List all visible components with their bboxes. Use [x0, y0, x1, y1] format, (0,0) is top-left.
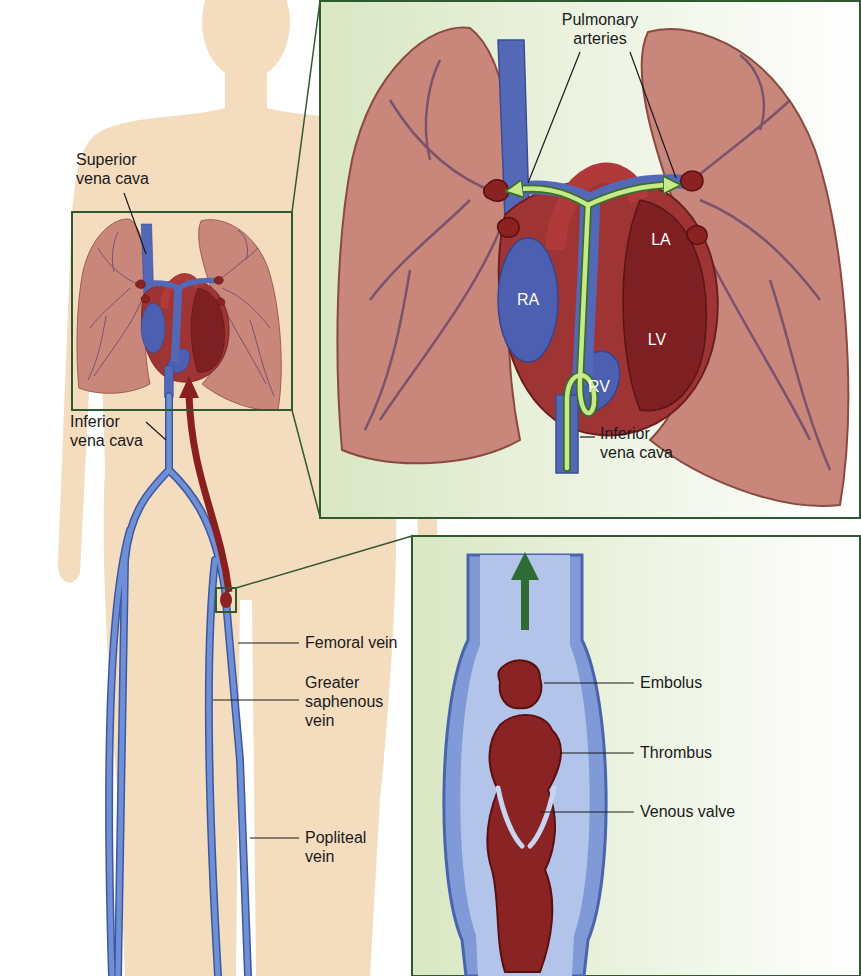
illustration-part	[169, 470, 248, 976]
illustration-part	[250, 837, 299, 838]
illustration-part	[498, 660, 541, 708]
vein-cross-section	[444, 552, 606, 976]
embolus-path-arrowhead	[179, 376, 199, 398]
illustration-part	[544, 682, 634, 683]
chamber-label: RA	[511, 290, 545, 309]
zoom-line	[236, 536, 412, 588]
illustration-part	[630, 52, 676, 178]
anatomy-label: Inferior vena cava	[70, 412, 154, 450]
illustration-part	[109, 530, 130, 976]
anatomy-label: Pulmonary arteries	[545, 10, 655, 48]
chamber-label: LA	[644, 230, 678, 249]
anatomy-label: Embolus	[640, 673, 750, 692]
illustration-part	[528, 52, 580, 183]
illustration-part	[109, 396, 248, 976]
illustration-part	[530, 788, 554, 846]
illustration-part	[487, 715, 561, 972]
anatomy-label: Greater saphenous vein	[305, 673, 395, 731]
illustration-part	[521, 578, 529, 630]
illustration-part	[580, 436, 595, 437]
illustration-part	[560, 752, 634, 753]
illustration-part	[540, 811, 634, 812]
chest-enlarged	[337, 27, 848, 505]
illustration-part	[444, 555, 606, 976]
illustration-part	[514, 189, 588, 205]
illustration-part	[118, 396, 169, 976]
anatomy-label: Inferior vena cava	[600, 424, 686, 462]
illustration-part	[511, 552, 539, 580]
illustration-part	[109, 396, 248, 976]
zoom-panel	[320, 1, 860, 518]
anatomy-label: Venous valve	[640, 802, 760, 821]
zoom-panel	[412, 536, 860, 976]
illustration-part	[514, 189, 588, 205]
leader-lines	[124, 52, 676, 838]
anatomy-label: Superior vena cava	[76, 150, 160, 188]
illustration-part	[202, 0, 290, 80]
illustration-part	[209, 560, 218, 976]
illustration-part	[567, 205, 594, 468]
chamber-label: LV	[640, 330, 674, 349]
zoom-line	[292, 1, 320, 212]
illustration-part	[146, 422, 166, 440]
embolus-path-arrow	[189, 395, 229, 592]
zoom-line	[292, 410, 320, 517]
illustration-part	[118, 396, 169, 976]
leg-veins	[109, 396, 248, 976]
zoom-frame	[72, 212, 292, 410]
illustration-part	[588, 185, 672, 205]
illustration-part	[209, 560, 218, 976]
illustration-part	[498, 788, 522, 846]
chest-thumbnail	[77, 219, 281, 410]
illustration-part	[238, 642, 299, 643]
anatomy-label: Popliteal vein	[305, 828, 391, 866]
illustration-part	[567, 205, 594, 468]
anatomy-label: Thrombus	[640, 743, 750, 762]
illustration-part	[213, 699, 299, 700]
anatomy-label: Femoral vein	[305, 633, 409, 652]
embolus-dot	[220, 592, 232, 608]
zoom-frame	[216, 588, 236, 612]
illustration-part	[169, 470, 248, 976]
chamber-label: RV	[582, 377, 616, 396]
illustration-part	[588, 185, 672, 205]
illustration-part	[124, 193, 146, 254]
illustration-part	[460, 555, 589, 976]
